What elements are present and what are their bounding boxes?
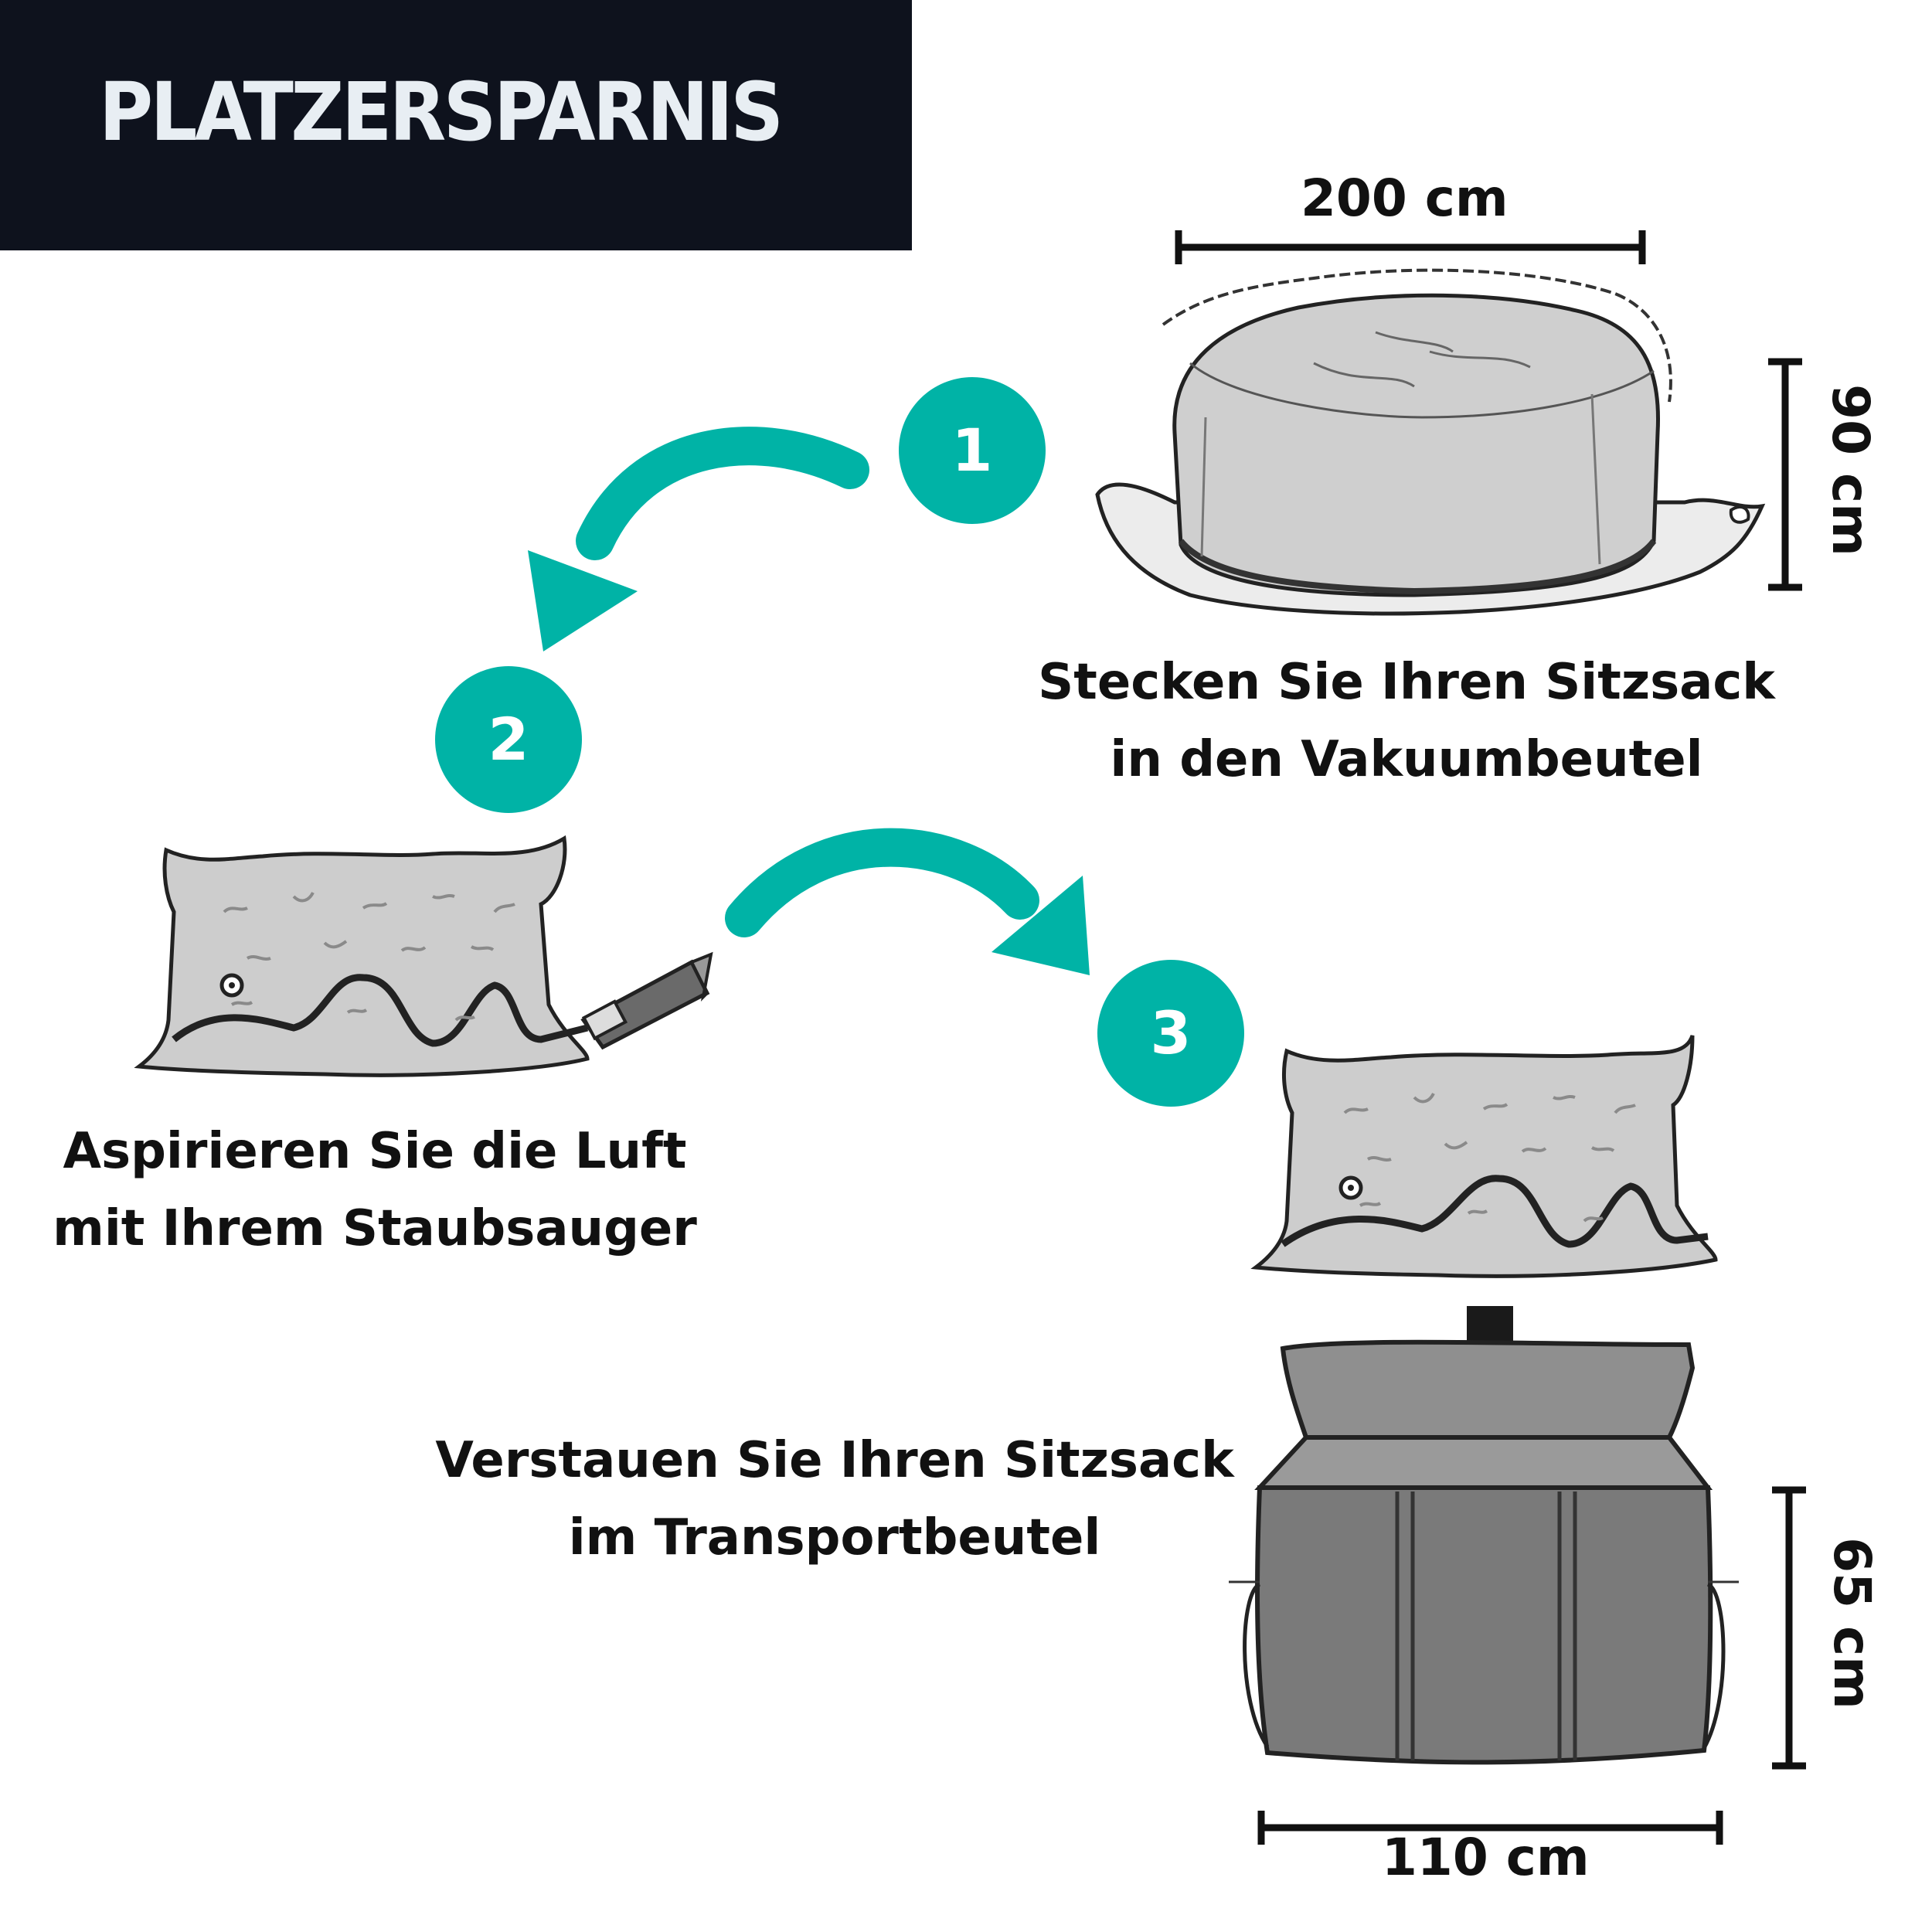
step-3-badge	[1097, 960, 1244, 1107]
transport-bag-illustration	[1229, 1339, 1739, 1765]
title-banner: PLATZERSPARNIS	[0, 0, 912, 250]
step-2-badge	[435, 666, 582, 813]
beanbag-height-label: 90 cm	[1820, 384, 1880, 556]
arrow-curved-right-icon	[725, 828, 1090, 975]
step-3-caption-line-2: im Transportbeutel	[568, 1509, 1101, 1566]
step-3-caption: Verstauen Sie Ihren Sitzsack im Transpor…	[417, 1422, 1252, 1577]
step-2-caption-line-1: Aspirieren Sie die Luft	[63, 1123, 687, 1180]
bag-width-label: 110 cm	[1382, 1828, 1590, 1887]
vacuum-bag-illustration	[134, 835, 713, 1077]
dimension-line-bag-width	[1257, 1811, 1723, 1845]
beanbag-illustration	[1095, 268, 1766, 616]
dimension-line-beanbag-height	[1768, 358, 1802, 591]
step-2-caption: Aspirieren Sie die Luft mit Ihrem Staubs…	[31, 1113, 719, 1267]
step-1-caption: Stecken Sie Ihren Sitzsack in den Vakuum…	[1028, 644, 1785, 798]
compressed-bag-illustration	[1250, 1035, 1718, 1278]
dimension-line-beanbag-width	[1175, 230, 1646, 264]
beanbag-width-label: 200 cm	[1301, 168, 1509, 228]
step-1-number: 1	[951, 416, 993, 485]
step-3-number: 3	[1150, 998, 1192, 1067]
dimension-line-bag-height	[1772, 1486, 1806, 1770]
step-2-caption-line-2: mit Ihrem Staubsauger	[53, 1200, 697, 1257]
step-3-caption-line-1: Verstauen Sie Ihren Sitzsack	[435, 1432, 1234, 1489]
step-1-caption-line-1: Stecken Sie Ihren Sitzsack	[1038, 654, 1775, 711]
page-title: PLATZERSPARNIS	[99, 65, 784, 159]
step-2-number: 2	[488, 705, 529, 774]
step-1-caption-line-2: in den Vakuumbeutel	[1110, 731, 1703, 788]
step-1-badge	[899, 377, 1046, 524]
arrow-curved-left-icon	[528, 427, 869, 651]
bag-height-label: 65 cm	[1821, 1537, 1882, 1709]
